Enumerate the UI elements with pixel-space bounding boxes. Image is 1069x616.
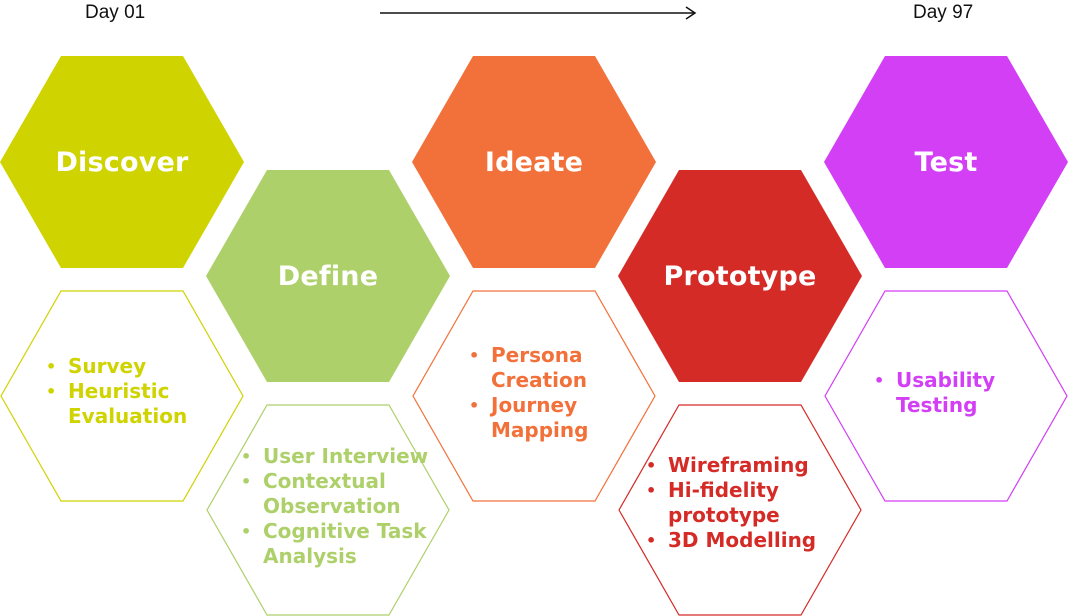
activity-item: •Hi-fidelity prototype (646, 478, 780, 527)
activities-hex-prototype: •Wireframing •Hi-fidelity prototype •3D … (618, 404, 862, 616)
timeline-end-label: Day 97 (913, 2, 974, 23)
timeline-arrow-icon (380, 6, 697, 20)
activities-hex-ideate: •Persona Creation •Journey Mapping (412, 290, 656, 502)
activity-item: •Heuristic Evaluation (46, 379, 188, 428)
phase-title-prototype: Prototype (663, 260, 817, 292)
activities-hex-define: •User Interview •Contextual Observation … (206, 404, 450, 616)
phase-title-test: Test (914, 146, 978, 178)
activity-item: •Survey (46, 354, 147, 378)
activity-item: •Contextual Observation (241, 469, 401, 518)
activities-hex-test: •Usability Testing (824, 290, 1068, 502)
activity-list-prototype: •Wireframing •Hi-fidelity prototype •3D … (646, 453, 816, 553)
activities-hex-discover: •Survey •Heuristic Evaluation (0, 290, 244, 502)
timeline-start-label: Day 01 (85, 2, 146, 23)
activity-item: •Persona Creation (469, 343, 587, 392)
activity-item: •Wireframing (646, 453, 809, 477)
activity-list-discover: •Survey •Heuristic Evaluation (46, 354, 198, 429)
phase-title-ideate: Ideate (484, 146, 584, 178)
activity-list-ideate: •Persona Creation •Journey Mapping (469, 343, 601, 443)
phase-hex-prototype: Prototype (618, 170, 862, 382)
activity-item: •Cognitive Task Analysis (241, 519, 427, 568)
activity-list-define: •User Interview •Contextual Observation … (241, 444, 438, 569)
phase-title-discover: Discover (55, 146, 189, 178)
phase-title-define: Define (277, 260, 379, 292)
phase-hex-test: Test (824, 56, 1068, 268)
activity-item: •Usability Testing (874, 368, 996, 417)
activity-item: •Journey Mapping (469, 393, 589, 442)
phase-hex-ideate: Ideate (412, 56, 656, 268)
phase-hex-discover: Discover (0, 56, 244, 268)
activity-list-test: •Usability Testing (874, 368, 1006, 418)
activity-item: •User Interview (241, 444, 429, 468)
activity-item: •3D Modelling (646, 528, 817, 552)
